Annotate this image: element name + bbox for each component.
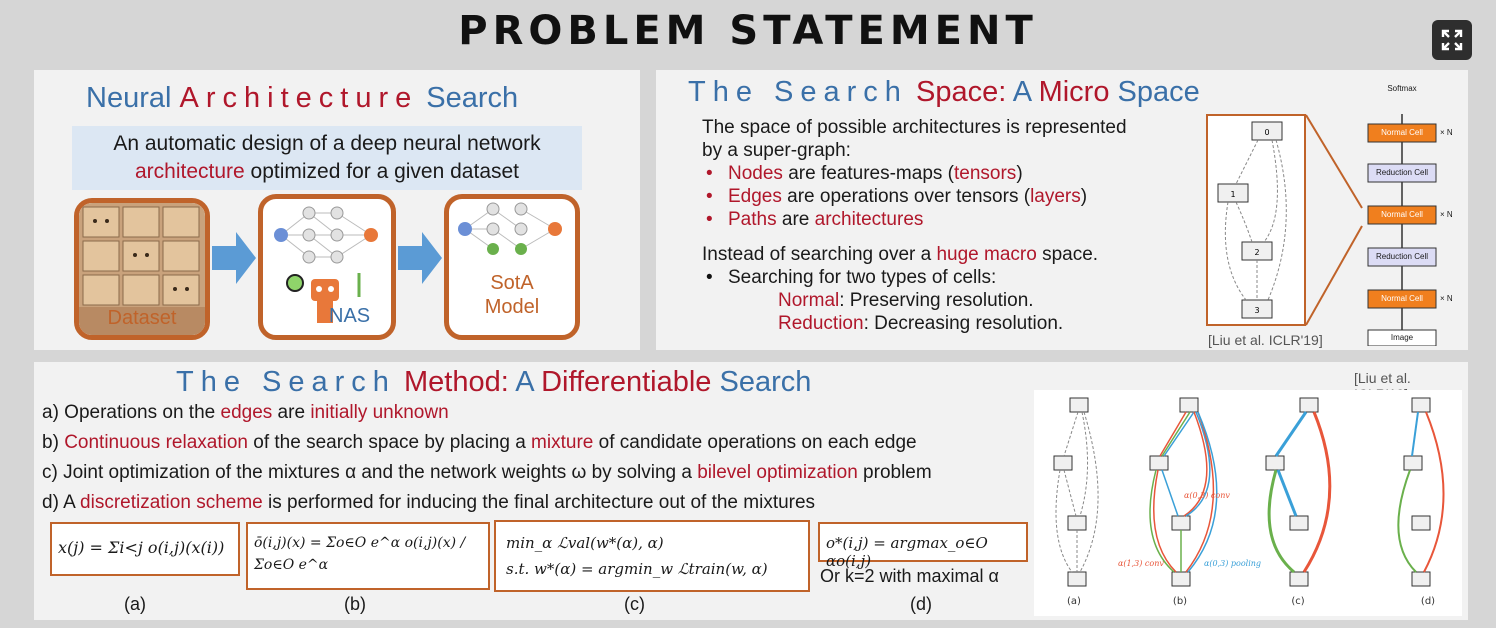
graph-label-a: (a) — [1067, 596, 1081, 607]
nas-label: NAS — [329, 305, 371, 327]
formula-c: min_α ℒval(w*(α), α)s.t. w*(α) = argmin_… — [494, 520, 810, 592]
sota-network-diagram — [458, 202, 562, 255]
search-space-panel: The Search Space: A Micro Space The spac… — [656, 70, 1468, 350]
formula-label-b: (b) — [344, 594, 366, 614]
method-step-a: a) Operations on the edges are initially… — [42, 402, 449, 423]
nas-box: NAS — [258, 194, 396, 340]
nas-panel: Neural Architecture Search An automatic … — [34, 70, 640, 350]
alpha-conv2-label: α(0,3) conv — [1184, 491, 1230, 500]
svg-text:1: 1 — [1230, 190, 1235, 199]
expand-icon[interactable] — [1432, 20, 1472, 60]
search-method-panel: The Search Method: A Differentiable Sear… — [34, 362, 1468, 620]
search-method-heading: The Search Method: A Differentiable Sear… — [176, 366, 812, 398]
page-title: PROBLEM STATEMENT — [458, 8, 1038, 54]
cell-stack-labels: Softmax Normal Cell × N Reduction Cell N… — [1375, 84, 1453, 342]
graph-label-b: (b) — [1173, 596, 1187, 607]
formula-d: o*(i,j) = argmax_o∈O αo(i,j) — [818, 522, 1028, 570]
darts-graphs-diagram: (a) (b) (c) (d) α(1,3) conv α(0,3) conv … — [1034, 390, 1462, 616]
alpha-pooling-label: α(0,3) pooling — [1204, 559, 1261, 568]
nas-network-diagram — [274, 206, 378, 323]
formula-label-d: (d) — [910, 594, 932, 614]
dataset-label: Dataset — [107, 307, 177, 329]
svg-text:2: 2 — [1254, 248, 1259, 257]
svg-text:0: 0 — [1264, 128, 1269, 137]
arrow-right-icon — [398, 232, 442, 284]
graph-label-c: (c) — [1291, 596, 1304, 607]
cell-graph-diagram: 0 1 2 3 — [1206, 114, 1306, 326]
formula-a: x(j) = Σi<j o(i,j)(x(i)) — [50, 522, 240, 576]
search-space-text: The space of possible architectures is r… — [702, 116, 1202, 335]
formula-label-c: (c) — [624, 594, 645, 614]
dataset-box: Dataset — [74, 198, 210, 340]
method-step-d: d) A discretization scheme is performed … — [42, 492, 816, 513]
nas-definition: An automatic design of a deep neural net… — [72, 126, 582, 190]
svg-text:3: 3 — [1254, 306, 1259, 315]
method-step-c: c) Joint optimization of the mixtures α … — [42, 462, 932, 483]
zoom-connector-lines — [1306, 114, 1363, 326]
formula-b: ō(i,j)(x) = Σo∈O e^α o(i,j)(x) / Σo∈O e^… — [246, 522, 490, 590]
method-step-b: b) Continuous relaxation of the search s… — [42, 432, 917, 453]
nas-heading: Neural Architecture Search — [86, 82, 519, 114]
formula-label-a: (a) — [124, 594, 146, 614]
cell-stack-diagram — [1367, 114, 1437, 346]
dataset-image — [79, 203, 205, 335]
graph-label-d: (d) — [1421, 596, 1435, 607]
search-space-heading: The Search Space: A Micro Space — [688, 76, 1200, 108]
arrow-right-icon — [212, 232, 256, 284]
search-space-citation: [Liu et al. ICLR'19] — [1208, 332, 1323, 348]
alpha-conv-label: α(1,3) conv — [1118, 559, 1164, 568]
formula-d-note: Or k=2 with maximal α — [820, 566, 999, 586]
